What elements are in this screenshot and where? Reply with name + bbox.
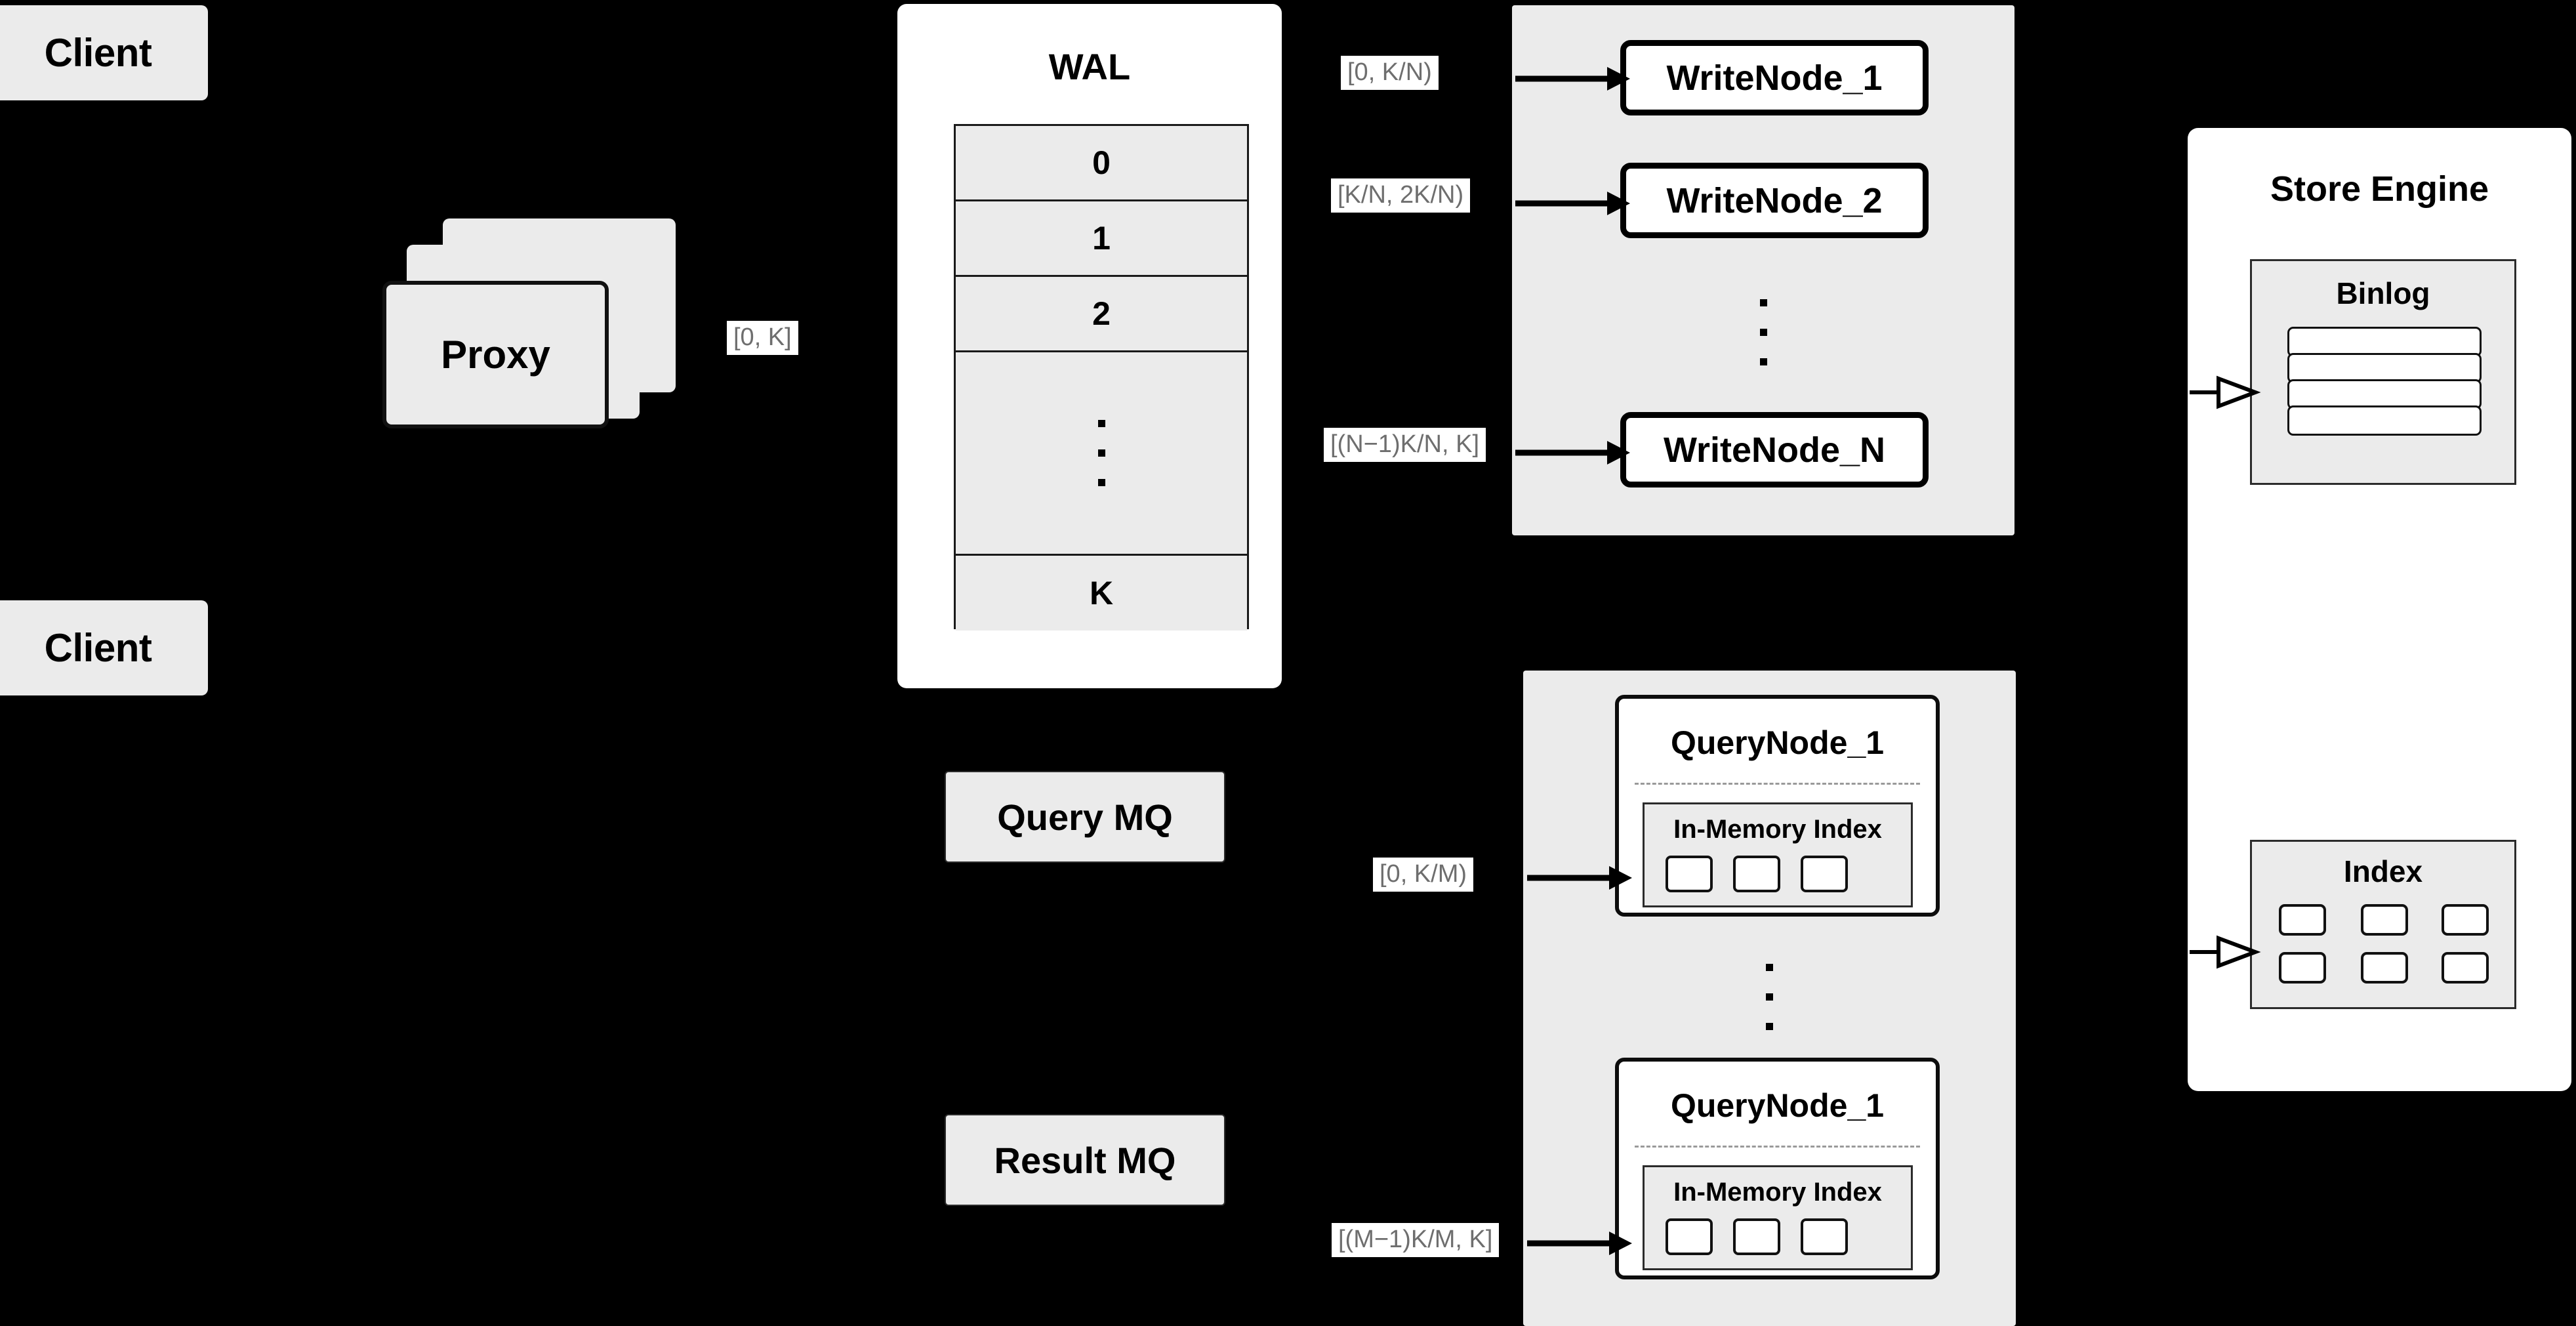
ellipsis-dot [1097,479,1105,486]
result-mq-box[interactable]: Result MQ [945,1114,1225,1206]
edge-label-query-node-2: [(M−1)K/M, K] [1332,1223,1500,1257]
query-mq-label: Query MQ [997,796,1173,838]
write-node-n-label: WriteNode_N [1663,430,1886,470]
ellipsis-dot [1766,1023,1773,1030]
query-node-cluster: QueryNode_1 In-Memory Index QueryNode_1 … [1523,671,2016,1326]
client-box-2[interactable]: Client [0,600,208,695]
arrow-to-query-node-1 [1527,866,1632,890]
store-index-cell[interactable] [2279,952,2326,984]
query-mq-box[interactable]: Query MQ [945,771,1225,863]
index-panel: Index [2250,840,2516,1009]
arrow-to-query-node-2 [1527,1232,1632,1255]
query-node-1-label: QueryNode_1 [1670,724,1885,761]
binlog-panel: Binlog [2250,259,2516,485]
edge-label-write-node-2: [K/N, 2K/N) [1331,178,1471,213]
write-node-1[interactable]: WriteNode_1 [1620,40,1929,115]
ellipsis-dot [1097,420,1105,427]
query-node-2-label: QueryNode_1 [1670,1087,1885,1124]
write-node-2[interactable]: WriteNode_2 [1620,163,1929,238]
wal-title: WAL [1048,46,1131,87]
binlog-bar[interactable] [2287,405,2482,436]
result-mq-label: Result MQ [994,1139,1176,1181]
index-cell[interactable] [1801,1218,1848,1255]
index-cell[interactable] [1733,856,1780,892]
wal-row-k: K [956,556,1247,631]
index-cell[interactable] [1801,856,1848,892]
ellipsis-dot [1766,964,1773,971]
query-node-2[interactable]: QueryNode_1 In-Memory Index [1615,1058,1940,1279]
arrow-open-to-binlog [2190,375,2261,409]
ellipsis-dot [1759,358,1767,365]
arrow-to-write-node-n [1515,441,1630,465]
store-engine-panel: Store Engine Binlog Index [2188,128,2571,1091]
wal-row-2: 2 [956,277,1247,352]
wal-table: 0 1 2 K [954,124,1249,631]
index-cell[interactable] [1733,1218,1780,1255]
arrow-to-write-node-2 [1515,192,1630,215]
store-index-cell[interactable] [2279,904,2326,936]
query-cluster-ellipsis [1523,940,2016,1054]
index-title: Index [2343,854,2423,888]
ellipsis-dot [1097,449,1105,457]
binlog-bar[interactable] [2287,379,2482,409]
store-engine-title: Store Engine [2270,169,2489,209]
write-cluster-ellipsis [1512,280,2014,384]
edge-label-write-node-1: [0, K/N) [1341,56,1439,90]
proxy-label: Proxy [441,333,550,377]
query-node-1-separator [1635,783,1920,785]
in-memory-index-title-1: In-Memory Index [1673,815,1882,844]
proxy-box[interactable]: Proxy [382,281,609,428]
ellipsis-dot [1759,328,1767,336]
store-index-cell[interactable] [2361,904,2408,936]
query-node-2-in-memory-index: In-Memory Index [1643,1165,1913,1270]
write-node-n[interactable]: WriteNode_N [1620,412,1929,487]
edge-label-proxy-to-wal: [0, K] [727,321,798,355]
store-index-cell[interactable] [2361,952,2408,984]
index-cell[interactable] [1666,1218,1713,1255]
index-cell[interactable] [1666,856,1713,892]
edge-label-query-node-1: [0, K/M) [1373,858,1474,892]
binlog-title: Binlog [2336,276,2430,310]
wal-panel: WAL 0 1 2 K [897,4,1282,688]
client-label-1: Client [44,31,152,75]
wal-row-0: 0 [956,126,1247,201]
ellipsis-dot [1766,993,1773,1001]
query-node-1[interactable]: QueryNode_1 In-Memory Index [1615,695,1940,917]
ellipsis-dot [1759,299,1767,306]
store-index-cell[interactable] [2442,904,2489,936]
store-index-cell[interactable] [2442,952,2489,984]
edge-label-write-node-n: [(N−1)K/N, K] [1324,428,1486,462]
arrow-open-to-index [2190,935,2261,969]
wal-row-ellipsis [956,352,1247,556]
arrow-to-write-node-1 [1515,67,1630,91]
write-node-2-label: WriteNode_2 [1666,180,1883,220]
write-node-1-label: WriteNode_1 [1666,58,1883,98]
query-node-2-separator [1635,1146,1920,1148]
wal-row-1: 1 [956,201,1247,277]
client-label-2: Client [44,626,152,670]
client-box-1[interactable]: Client [0,5,208,100]
in-memory-index-title-2: In-Memory Index [1673,1178,1882,1207]
write-node-cluster: WriteNode_1 WriteNode_2 WriteNode_N [1512,5,2014,535]
query-node-1-in-memory-index: In-Memory Index [1643,802,1913,907]
